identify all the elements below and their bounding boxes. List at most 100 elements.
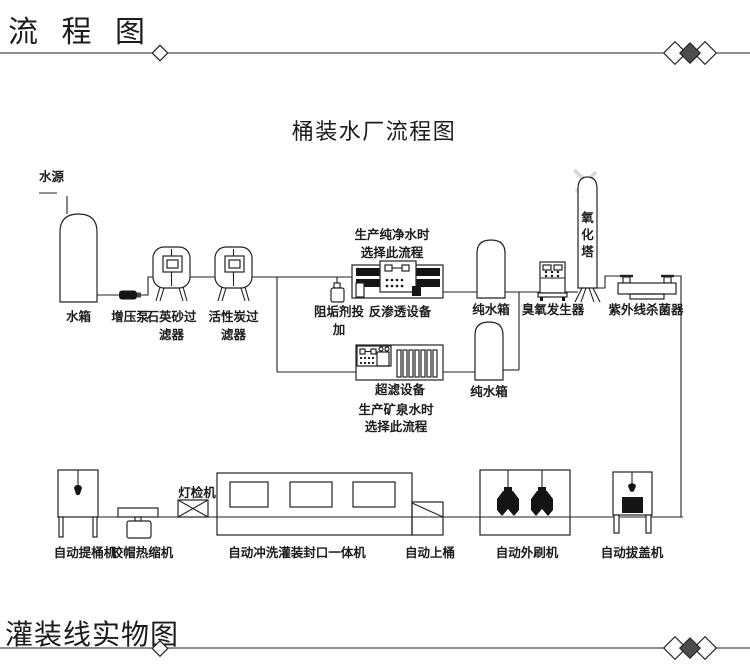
filter-leg [244,286,250,302]
loader-ramp [411,502,444,518]
bucket-loader-label: 自动上桶 [405,545,455,560]
indicator-dot [395,278,399,282]
brusher-frame [479,469,571,536]
indicator-dot [363,356,367,360]
ozone-display [542,264,552,271]
doser-neck [333,282,341,289]
uf-membrane-slat [420,349,426,378]
quartz-sand-filter: 石英砂过 滤器 [145,246,197,342]
cap-puller: 自动拔盖机 [601,471,664,560]
uf-membrane-slat [426,349,432,378]
filter-leg [182,286,188,302]
indicator-dot [400,284,404,288]
cap-shrink-machine: 胶帽热缩机 [111,507,174,560]
uf-dial [378,346,384,352]
uv-port [663,276,672,284]
uf-membrane-slat [396,349,402,378]
water-source-label: 水源 [39,169,65,184]
ro-label: 反渗透设备 [369,304,432,319]
filling-machine-label: 自动冲洗灌装封口一体机 [228,545,366,560]
puller-block [622,497,643,513]
diamond-ornament-icon [151,639,169,658]
uv-label: 紫外线杀菌器 [608,302,684,317]
tower-leg [574,287,583,303]
diamond-ornament-dark-icon [679,42,701,65]
pump-outlet [137,292,141,298]
indicator-dot [359,361,363,365]
ozone-display [553,264,563,271]
filter-leg [159,287,165,302]
filling-window [229,481,269,508]
diamond-ornament-icon [662,635,688,661]
tower-label-3: 塔 [581,244,594,259]
footer: 灌装线实物图 [0,619,750,661]
ro-pump-column [355,282,365,298]
uv-body [617,282,677,295]
water-tank: 水箱 [59,213,98,324]
tower-body [577,176,598,289]
indicator-dot [363,361,367,365]
inspector-box [177,499,209,518]
filter-leg [155,286,161,302]
ultrafiltration-unit: 超滤设备 生产矿泉水时 选择此流程 [355,344,444,434]
header: 流 程 图 [0,16,750,66]
uf-note-1: 生产矿泉水时 [358,402,434,417]
tank-body [476,239,506,299]
pipe [141,276,153,296]
uf-label: 超滤设备 [374,382,426,397]
ozone-base [537,292,568,298]
filter-leg [240,287,246,302]
uf-pump-box [376,351,390,367]
ro-note-2: 选择此流程 [361,245,424,260]
doser-bottle [330,287,345,303]
puller-claw [628,483,636,492]
bucket-lifter-label: 自动提桶机 [54,545,117,560]
tower-label-1: 氧 [580,210,594,225]
brush-cap [504,487,512,492]
indicator-dot [544,274,548,278]
uf-dial [384,346,390,352]
puller-leg [613,514,620,534]
ro-control-panel [379,260,417,293]
indicator-dot [371,361,375,365]
ozone-label: 臭氧发生器 [522,302,585,317]
lifter-leg [92,516,98,538]
activated-carbon-filter: 活性炭过 滤器 [208,246,259,342]
uf-control-panel [356,345,392,367]
pure-water-tank-1: 纯水箱 [472,239,510,317]
filter-leg [178,287,184,302]
shrink-box [126,520,152,539]
ro-valve-block [412,286,421,296]
filter-window-inner [228,259,241,269]
brush [531,491,553,516]
indicator-dot [556,270,560,274]
light-inspector: 灯检机 [177,485,216,518]
cap-shrink-label: 胶帽热缩机 [111,545,174,560]
uv-base [629,293,665,300]
indicator-dot [371,356,375,360]
indicator-dot [395,284,399,288]
filter-window-inner [166,259,179,269]
tank-body [474,321,504,381]
ozone-foot [562,297,565,301]
pipe-down-right [674,275,682,517]
water-tank-label: 水箱 [66,309,92,324]
uf-membrane-slat [402,349,408,378]
tower-label-2: 化 [581,227,594,242]
uf-membrane-slat [414,349,420,378]
indicator-dot [550,274,554,278]
outer-brusher: 自动外刷机 [479,469,571,560]
page-title: 流 程 图 [8,16,153,49]
uv-sterilizer: 紫外线杀菌器 [608,274,684,317]
puller-leg [645,514,652,534]
filter-leg [221,287,227,302]
indicator-dot [544,270,548,274]
indicator-dot [385,278,389,282]
lifter-leg [58,516,64,538]
light-inspector-label: 灯检机 [178,485,216,500]
lifter-claw [74,485,82,496]
booster-pump-label: 增压泵 [111,309,149,324]
antiscalant-label-1: 阻垢剂投 [314,304,365,319]
pure-tank-2-label: 纯水箱 [470,384,508,399]
